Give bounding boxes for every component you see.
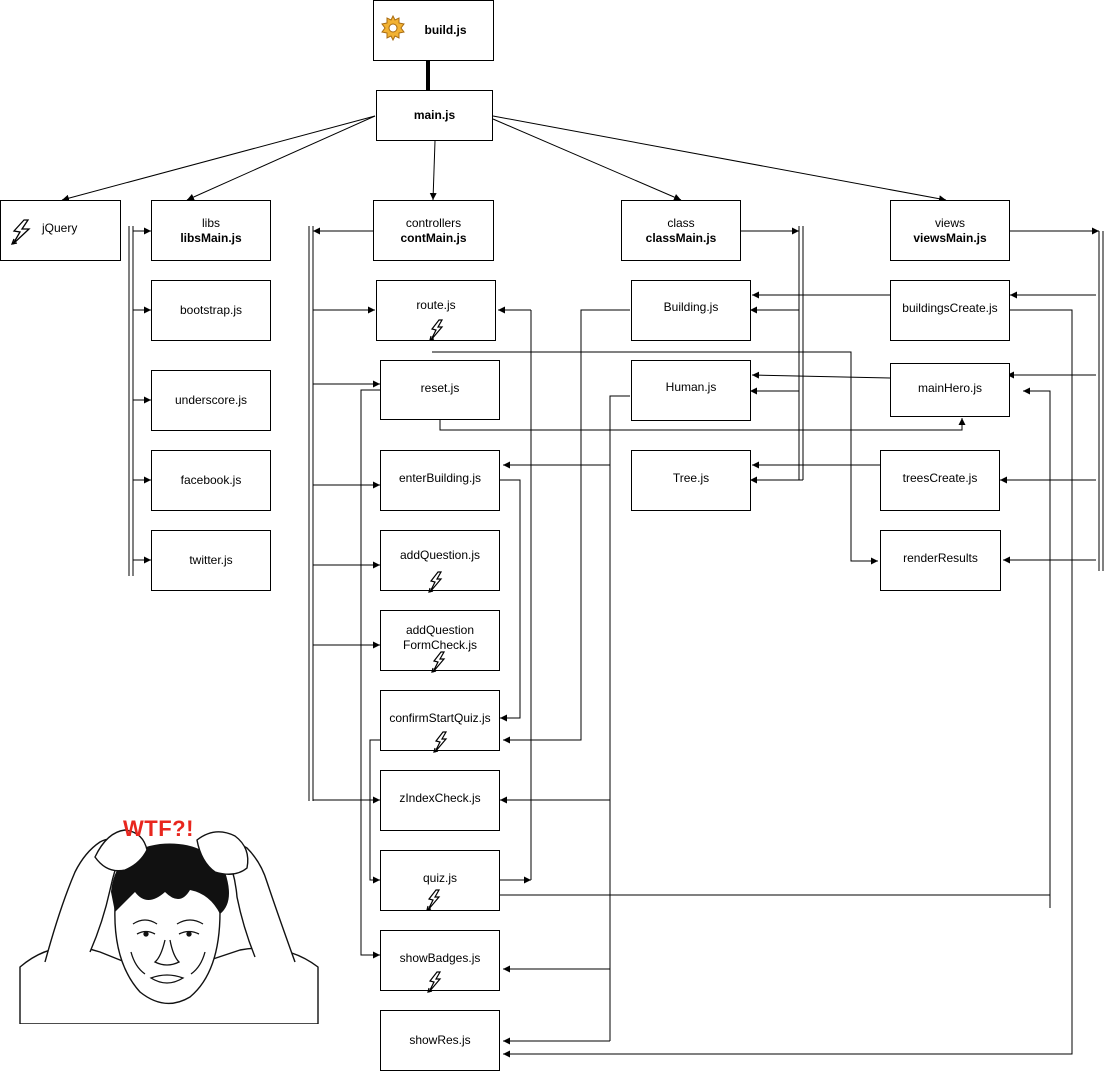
controller-showres-node[interactable]: showRes.js bbox=[380, 1010, 500, 1071]
build-js-label: build.js bbox=[424, 23, 467, 37]
lightning-bolt-icon bbox=[433, 731, 448, 753]
view-treescreate-node[interactable]: treesCreate.js bbox=[880, 450, 1000, 511]
libs-main-node[interactable]: libs libsMain.js bbox=[151, 200, 271, 261]
lightning-bolt-icon bbox=[431, 651, 446, 673]
controller-label: showRes.js bbox=[409, 1033, 471, 1047]
view-label: mainHero.js bbox=[917, 380, 983, 395]
view-buildingscreate-node[interactable]: buildingsCreate.js bbox=[890, 280, 1010, 341]
view-label: treesCreate.js bbox=[902, 471, 978, 485]
lib-label: underscore.js bbox=[174, 393, 248, 407]
main-js-label: main.js bbox=[413, 108, 456, 122]
controller-confirmstartquiz-node[interactable]: confirmStartQuiz.js bbox=[380, 690, 500, 753]
views-main-node[interactable]: views viewsMain.js bbox=[890, 200, 1010, 261]
controller-addquestion-formcheck-node[interactable]: addQuestion FormCheck.js bbox=[380, 610, 500, 673]
view-renderresults-node[interactable]: renderResults bbox=[880, 530, 1001, 591]
confused-face-illustration bbox=[19, 829, 319, 1024]
controllers-main-node[interactable]: controllers contMain.js bbox=[373, 200, 494, 261]
controller-label: addQuestion.js bbox=[399, 548, 481, 562]
controllers-main-label: contMain.js bbox=[400, 230, 467, 245]
libs-main-label: libsMain.js bbox=[180, 230, 242, 245]
jquery-label: jQuery bbox=[42, 221, 78, 235]
lightning-bolt-icon bbox=[10, 219, 31, 245]
class-title: class bbox=[667, 215, 695, 230]
controller-quiz-node[interactable]: quiz.js bbox=[380, 850, 500, 911]
controller-label: reset.js bbox=[420, 380, 460, 395]
jquery-node[interactable]: jQuery bbox=[0, 200, 121, 261]
controller-reset-node[interactable]: reset.js bbox=[380, 360, 500, 420]
controller-showbadges-node[interactable]: showBadges.js bbox=[380, 930, 500, 993]
controller-route-node[interactable]: route.js bbox=[376, 280, 496, 341]
controller-label: showBadges.js bbox=[399, 951, 481, 965]
view-mainhero-node[interactable]: mainHero.js bbox=[890, 363, 1010, 417]
controller-label: addQuestion FormCheck.js bbox=[402, 623, 477, 652]
views-main-label: viewsMain.js bbox=[913, 230, 987, 245]
lib-label: bootstrap.js bbox=[179, 303, 243, 317]
class-main-label: classMain.js bbox=[645, 230, 717, 245]
class-main-node[interactable]: class classMain.js bbox=[621, 200, 741, 261]
lib-twitter-node[interactable]: twitter.js bbox=[151, 530, 271, 591]
lightning-bolt-icon bbox=[427, 971, 442, 993]
controller-label: zIndexCheck.js bbox=[399, 791, 481, 805]
lib-label: facebook.js bbox=[180, 473, 242, 487]
lib-facebook-node[interactable]: facebook.js bbox=[151, 450, 271, 511]
lib-underscore-node[interactable]: underscore.js bbox=[151, 370, 271, 431]
lightning-bolt-icon bbox=[428, 571, 443, 593]
controller-zindexcheck-node[interactable]: zIndexCheck.js bbox=[380, 770, 500, 831]
views-title: views bbox=[934, 215, 965, 230]
controllers-title: controllers bbox=[405, 215, 462, 230]
gear-icon bbox=[381, 15, 405, 41]
build-js-node[interactable]: build.js bbox=[373, 0, 494, 61]
view-label: renderResults bbox=[903, 551, 978, 565]
controller-label: confirmStartQuiz.js bbox=[389, 711, 491, 725]
class-label: Building.js bbox=[663, 300, 719, 314]
controller-enterbuilding-node[interactable]: enterBuilding.js bbox=[380, 450, 500, 511]
lightning-bolt-icon bbox=[426, 889, 441, 911]
class-label: Tree.js bbox=[672, 471, 710, 485]
main-js-node[interactable]: main.js bbox=[376, 90, 493, 141]
class-building-node[interactable]: Building.js bbox=[631, 280, 751, 341]
libs-title: libs bbox=[201, 215, 220, 230]
class-label: Human.js bbox=[665, 380, 717, 394]
lib-label: twitter.js bbox=[189, 553, 233, 567]
controller-label: route.js bbox=[416, 298, 456, 312]
controller-addquestion-node[interactable]: addQuestion.js bbox=[380, 530, 500, 593]
lightning-bolt-icon bbox=[429, 319, 444, 341]
class-human-node[interactable]: Human.js bbox=[631, 360, 751, 421]
lib-bootstrap-node[interactable]: bootstrap.js bbox=[151, 280, 271, 341]
controller-label: enterBuilding.js bbox=[398, 471, 482, 485]
wtf-caption: WTF?! bbox=[123, 816, 194, 841]
view-label: buildingsCreate.js bbox=[902, 301, 998, 315]
class-tree-node[interactable]: Tree.js bbox=[631, 450, 751, 511]
controller-label: quiz.js bbox=[422, 871, 457, 885]
